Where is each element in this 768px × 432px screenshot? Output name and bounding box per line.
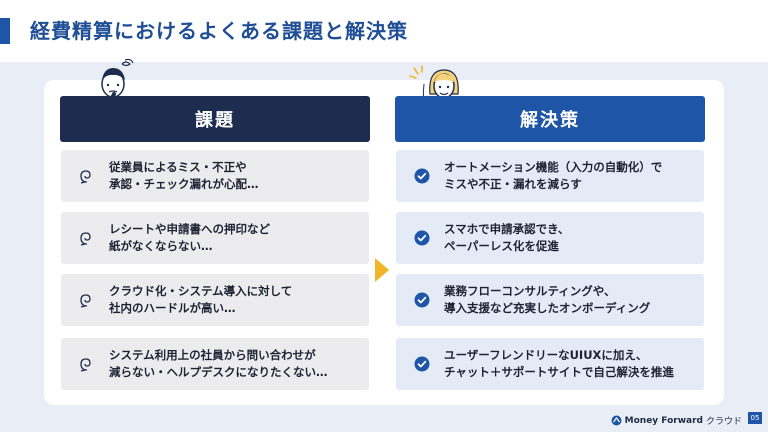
- page-number: 05: [748, 412, 762, 424]
- problem-text: クラウド化・システム導入に対して 社内のハードルが高い…: [109, 284, 293, 315]
- problem-text: システム利用上の社員から問い合わせが 減らない・ヘルプデスクになりたくない…: [109, 348, 328, 379]
- solution-text: スマホで申請承認でき、 ペーパーレス化を促進: [444, 222, 570, 253]
- page-title: 経費精算におけるよくある課題と解決策: [30, 19, 408, 43]
- arrow-right-icon: [375, 258, 389, 282]
- solutions-heading: 解決策: [395, 96, 705, 142]
- brand-suffix: クラウド: [705, 417, 742, 427]
- problem-item: システム利用上の社員から問い合わせが 減らない・ヘルプデスクになりたくない…: [61, 338, 369, 390]
- worry-spiral-icon: [73, 355, 101, 373]
- solution-item: 業務フローコンサルティングや、 導入支援など充実したオンボーディング: [396, 274, 704, 326]
- worry-spiral-icon: [73, 167, 101, 185]
- brand-name: Money Forward: [624, 415, 703, 426]
- brand-mark-icon: [611, 415, 622, 426]
- solution-text: 業務フローコンサルティングや、 導入支援など充実したオンボーディング: [444, 284, 651, 315]
- solution-text: オートメーション機能（入力の自動化）で ミスや不正・漏れを減らす: [444, 160, 663, 191]
- problem-text: 従業員によるミス・不正や 承認・チェック漏れが心配…: [109, 160, 259, 191]
- problems-heading: 課題: [60, 96, 370, 142]
- worry-spiral-icon: [73, 291, 101, 309]
- check-circle-icon: [408, 230, 436, 246]
- title-accent-bar: [0, 18, 10, 44]
- check-circle-icon: [408, 168, 436, 184]
- solution-item: オートメーション機能（入力の自動化）で ミスや不正・漏れを減らす: [396, 150, 704, 202]
- problem-item: 従業員によるミス・不正や 承認・チェック漏れが心配…: [61, 150, 369, 202]
- solution-text: ユーザーフレンドリーなUIUXに加え、 チャット＋サポートサイトで自己解決を推進: [444, 348, 674, 379]
- problem-text: レシートや申請書への押印など 紙がなくならない…: [109, 222, 270, 253]
- brand-logo: Money Forward クラウド: [611, 414, 742, 427]
- problem-item: レシートや申請書への押印など 紙がなくならない…: [61, 212, 369, 264]
- check-circle-icon: [408, 292, 436, 308]
- worry-spiral-icon: [73, 229, 101, 247]
- solution-item: スマホで申請承認でき、 ペーパーレス化を促進: [396, 212, 704, 264]
- problem-item: クラウド化・システム導入に対して 社内のハードルが高い…: [61, 274, 369, 326]
- solution-item: ユーザーフレンドリーなUIUXに加え、 チャット＋サポートサイトで自己解決を推進: [396, 338, 704, 390]
- check-circle-icon: [408, 356, 436, 372]
